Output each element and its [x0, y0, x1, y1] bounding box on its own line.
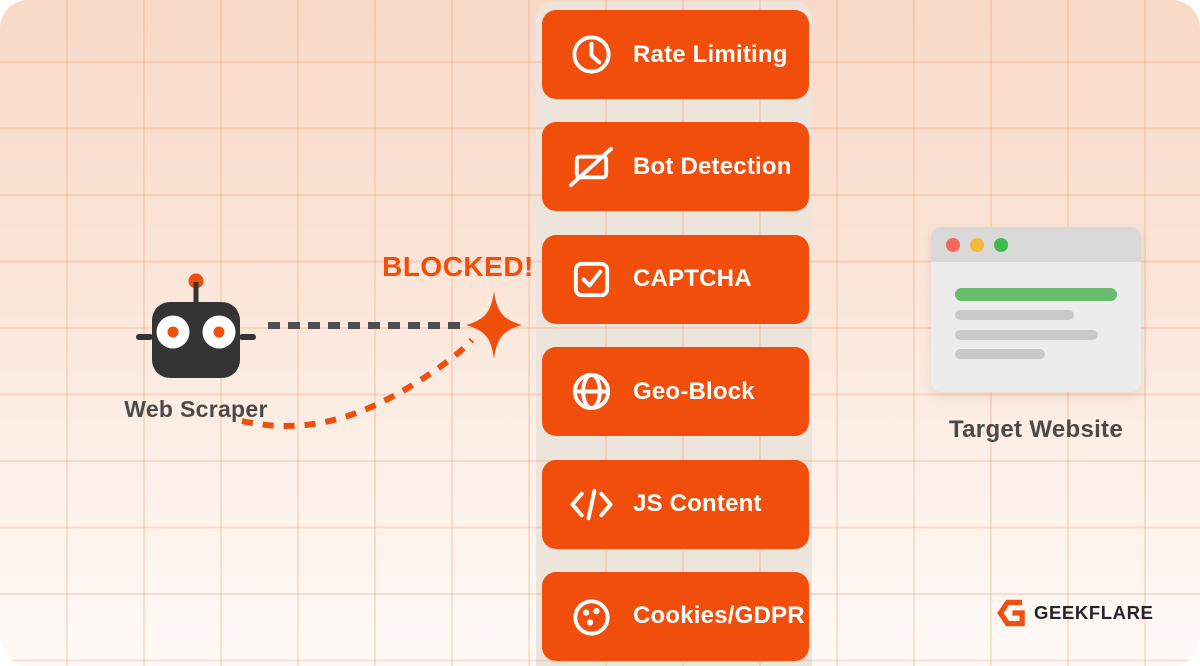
content-gray-bar	[955, 330, 1098, 340]
blocked-burst-icon	[466, 291, 522, 359]
content-gray-bar	[955, 310, 1074, 320]
antenna-ball	[188, 273, 204, 289]
content-green-bar	[955, 288, 1117, 301]
geekflare-mark-icon	[997, 599, 1025, 627]
barrier-cookies-gdpr: Cookies/GDPR	[542, 571, 809, 661]
barrier-label: Bot Detection	[633, 152, 792, 180]
barrier-rate-limiting: Rate Limiting	[542, 10, 809, 99]
traffic-dot-red-icon	[946, 237, 960, 252]
barrier-list: Rate Limiting Bot Detection CAPTCHA Geo-…	[542, 10, 809, 661]
geekflare-wordmark: GEEKFLARE	[1034, 602, 1154, 623]
browser-title-bar	[931, 227, 1141, 262]
barrier-js-content: JS Content	[542, 459, 809, 549]
clock-icon	[572, 35, 611, 74]
barrier-lane-background	[536, 2, 812, 666]
target-website-label: Target Website	[948, 416, 1124, 443]
barrier-label: JS Content	[633, 490, 762, 518]
traffic-dot-yellow-icon	[970, 237, 984, 252]
globe-icon	[572, 373, 611, 411]
traffic-dot-green-icon	[994, 237, 1008, 252]
barrier-geo-block: Geo-Block	[542, 347, 809, 437]
barrier-bot-detection: Bot Detection	[542, 122, 809, 212]
checkbox-check-icon	[573, 261, 610, 297]
target-website-window	[931, 227, 1141, 392]
barrier-label: Cookies/GDPR	[633, 602, 805, 630]
geekflare-logo: GEEKFLARE	[996, 597, 1154, 629]
web-scraper-label: Web Scraper	[124, 396, 268, 422]
content-gray-bar	[955, 349, 1045, 359]
cookie-icon	[573, 599, 610, 636]
blocked-label: BLOCKED!	[382, 251, 534, 282]
web-scraper-robot-icon	[136, 273, 256, 378]
barrier-label: Rate Limiting	[633, 40, 788, 68]
barrier-label: CAPTCHA	[633, 265, 752, 293]
code-brackets-icon	[570, 488, 613, 520]
no-bot-icon	[568, 147, 614, 188]
barrier-label: Geo-Block	[633, 377, 755, 405]
barrier-captcha: CAPTCHA	[542, 234, 809, 324]
